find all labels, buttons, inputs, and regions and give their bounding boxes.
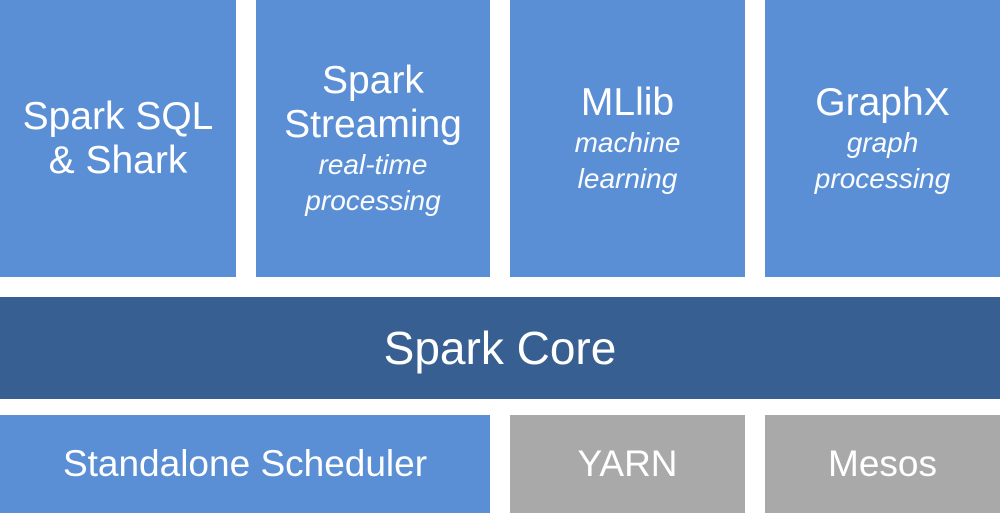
- spark-streaming-title-line1: Spark: [322, 58, 424, 102]
- spark-core-title: Spark Core: [383, 322, 617, 374]
- spark-streaming-title-line2: Streaming: [284, 102, 462, 146]
- yarn-block: YARN: [510, 415, 745, 513]
- standalone-scheduler-block: Standalone Scheduler: [0, 415, 490, 513]
- standalone-scheduler-title: Standalone Scheduler: [62, 443, 428, 484]
- spark-sql-title-line1: Spark SQL: [22, 94, 214, 138]
- graphx-subtitle-line2: processing: [814, 162, 951, 194]
- spark-sql-block: Spark SQL & Shark: [0, 0, 236, 277]
- spark-streaming-block: Spark Streaming real-time processing: [256, 0, 490, 277]
- mllib-block: MLlib machine learning: [510, 0, 745, 277]
- spark-streaming-subtitle-line1: real-time: [318, 148, 428, 180]
- mesos-title: Mesos: [828, 443, 937, 484]
- spark-sql-title-line2: & Shark: [48, 138, 188, 182]
- graphx-block: GraphX graph processing: [765, 0, 1000, 277]
- yarn-title: YARN: [577, 443, 678, 484]
- graphx-subtitle-line1: graph: [846, 126, 919, 158]
- mllib-subtitle-line1: machine: [574, 126, 681, 158]
- mllib-subtitle-line2: learning: [577, 162, 678, 194]
- mllib-title: MLlib: [580, 80, 675, 124]
- spark-streaming-subtitle-line2: processing: [305, 184, 441, 216]
- graphx-title: GraphX: [815, 80, 950, 124]
- spark-core-block: Spark Core: [0, 297, 1000, 399]
- mesos-block: Mesos: [765, 415, 1000, 513]
